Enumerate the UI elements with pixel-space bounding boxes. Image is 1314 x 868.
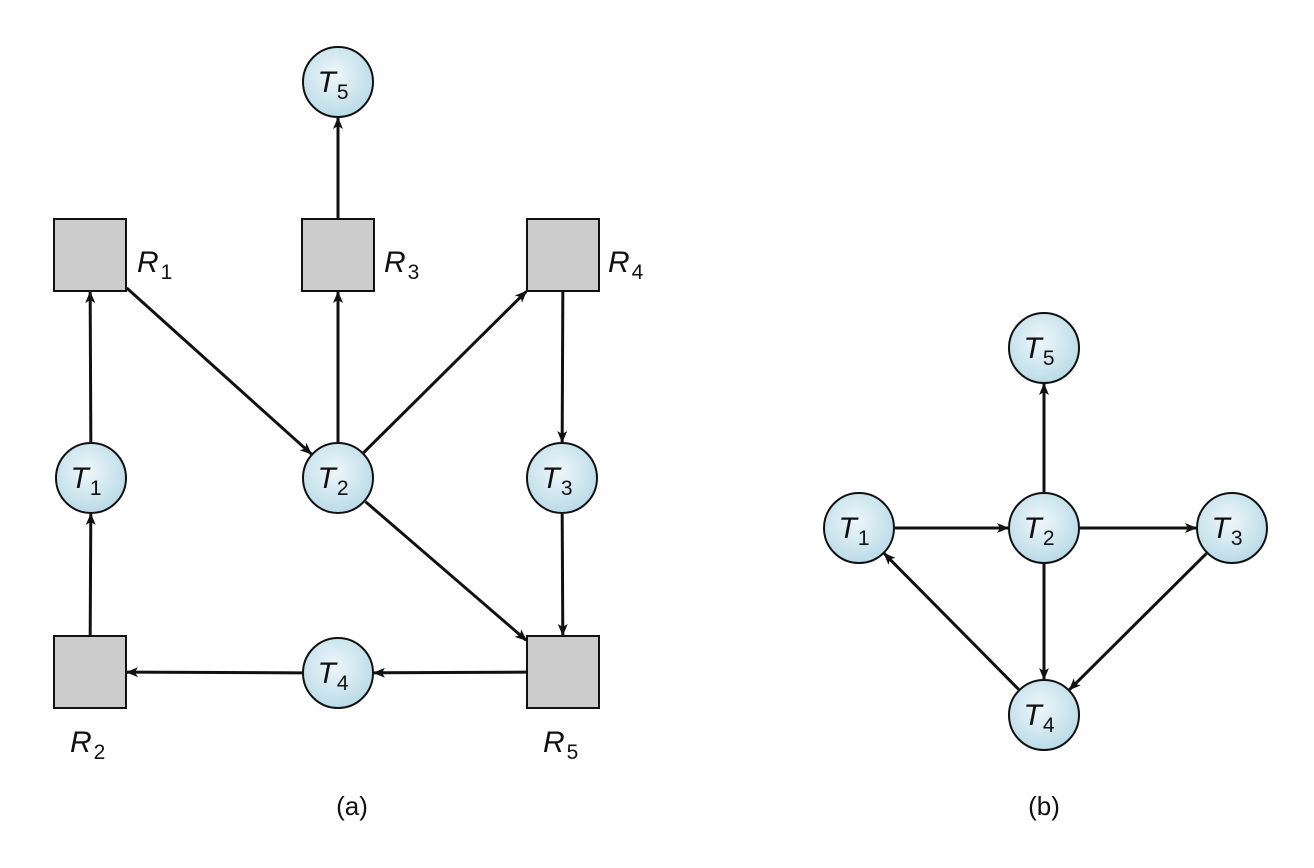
node-a-t5: T5 [302, 46, 374, 118]
process-circle [302, 637, 374, 709]
edge-a-t2-to-r5 [364, 500, 528, 642]
resource-square [53, 635, 127, 709]
node-a-t2: T2 [302, 442, 374, 514]
edge-a-t4-to-r2 [126, 667, 303, 678]
caption-b: (b) [1028, 791, 1060, 821]
process-circle [1196, 492, 1268, 564]
resource-square [53, 218, 127, 292]
node-label: R1 [137, 246, 172, 284]
resource-square [526, 218, 600, 292]
resource-square [301, 218, 375, 292]
node-a-r3: R3 [301, 218, 419, 292]
node-a-t3: T3 [526, 442, 598, 514]
resource-square [526, 635, 600, 709]
process-circle [302, 46, 374, 118]
process-circle [1008, 312, 1080, 384]
node-a-r1: R1 [53, 218, 172, 292]
process-circle [526, 442, 598, 514]
node-label: R3 [384, 246, 419, 284]
edge-a-r4-to-t3 [557, 291, 568, 444]
node-a-r5: R5 [526, 635, 600, 764]
node-b-t5: T5 [1008, 312, 1080, 384]
edge-b-t4-to-t1 [883, 552, 1020, 691]
edge-b-t3-to-t4 [1068, 552, 1208, 691]
node-b-t2: T2 [1008, 492, 1080, 564]
edge-a-t2-to-r4 [362, 290, 528, 454]
edge-a-t3-to-r5 [557, 513, 568, 636]
node-a-r4: R4 [526, 218, 644, 292]
process-circle [1008, 492, 1080, 564]
node-label: R5 [543, 726, 578, 764]
node-a-t4: T4 [302, 637, 374, 709]
caption-a: (a) [336, 791, 368, 821]
process-circle [1008, 679, 1080, 751]
edge-a-r5-to-t4 [372, 667, 527, 678]
node-label: R4 [608, 246, 644, 284]
process-circle [302, 442, 374, 514]
process-circle [823, 492, 895, 564]
node-a-t1: T1 [55, 442, 127, 514]
node-b-t3: T3 [1196, 492, 1268, 564]
node-a-r2: R2 [53, 635, 127, 764]
process-circle [55, 442, 127, 514]
node-label: R2 [70, 726, 105, 764]
edge-a-r1-to-t2 [125, 286, 313, 456]
node-b-t1: T1 [823, 492, 895, 564]
edge-a-t1-to-r1 [85, 291, 96, 443]
node-b-t4: T4 [1008, 679, 1080, 751]
edge-a-r2-to-t1 [85, 512, 96, 636]
